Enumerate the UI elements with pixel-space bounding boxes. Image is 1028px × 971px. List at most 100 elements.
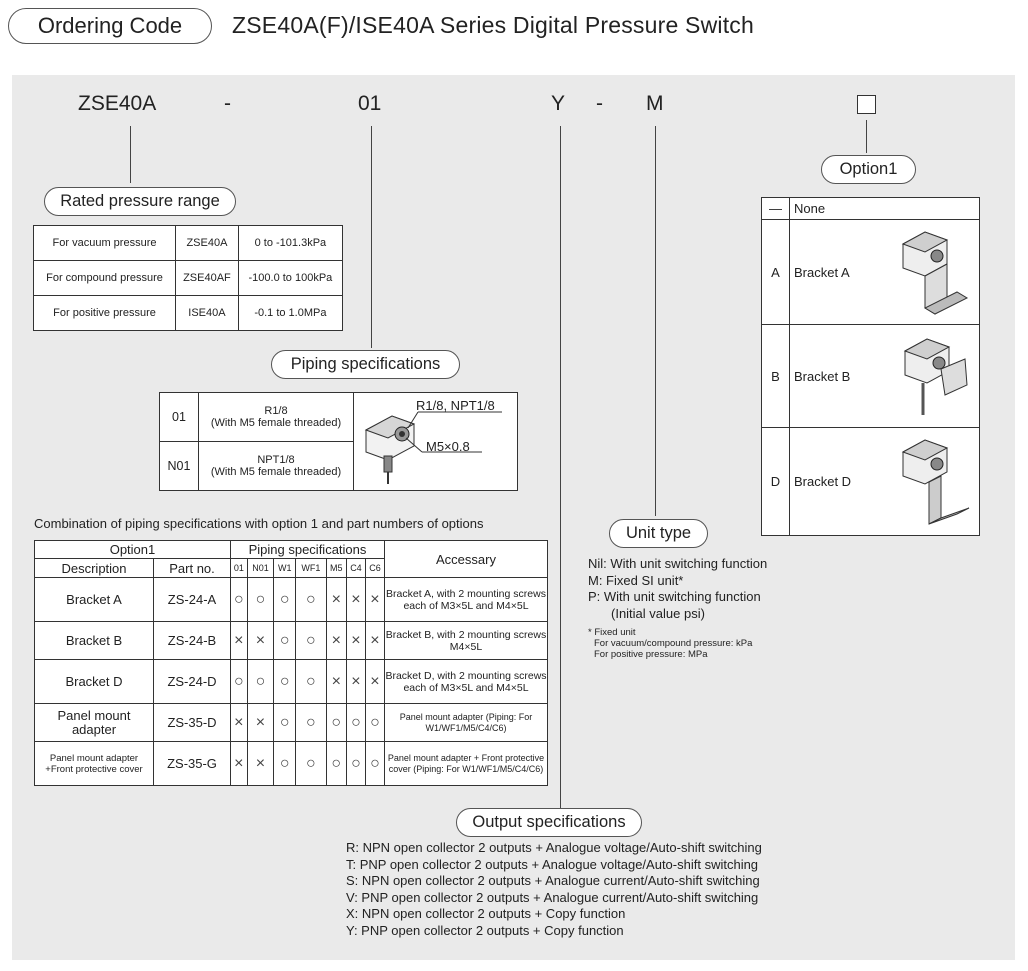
combination-table: Option1 Piping specifications Accessary … [34, 540, 548, 786]
col-pipe: C4 [345, 558, 366, 578]
col-pipe: WF1 [295, 558, 327, 578]
table-row: For vacuum pressure ZSE40A 0 to -101.3kP… [32, 225, 344, 261]
table-row: — None [761, 197, 980, 220]
piping-desc-l2: (With M5 female threaded) [210, 466, 342, 478]
piping-desc-l1: R1/8 [264, 405, 288, 417]
rated-range: -0.1 to 1.0MPa [237, 295, 344, 331]
combo-mark: × [246, 741, 275, 786]
combo-accessory: Bracket D, with 2 mounting screws each o… [384, 659, 548, 704]
combo-mark: ○ [295, 741, 327, 786]
unit-type-heading: Unit type [609, 519, 708, 548]
bracket-b-image [903, 338, 968, 415]
output-line: T: PNP open collector 2 outputs + Analog… [346, 856, 759, 872]
combo-mark: ○ [364, 741, 386, 786]
table-row: Bracket A ZS-24-A ○ ○ ○ ○ × × × Bracket … [34, 577, 548, 622]
unit-note: For positive pressure: MPa [594, 649, 708, 660]
code-base: ZSE40A [78, 92, 157, 115]
combo-desc: Bracket D [34, 659, 154, 704]
table-row: Bracket D ZS-24-D ○ ○ ○ ○ × × × Bracket … [34, 659, 548, 704]
leader-line-option [866, 120, 867, 153]
col-piping: Piping specifications [230, 540, 385, 559]
option1-label: None [789, 197, 980, 220]
combo-desc: Panel mount adapter [34, 703, 154, 742]
piping-desc: NPT1/8 (With M5 female threaded) [198, 441, 354, 491]
piping-callout-m5: M5×0.8 [426, 439, 470, 454]
combo-mark: × [230, 621, 248, 660]
table-row: 01 R1/8 (With M5 female threaded) [159, 392, 354, 442]
option1-label-text: Bracket D [794, 474, 852, 489]
combo-mark: × [246, 703, 275, 742]
piping-desc-l1: NPT1/8 [257, 454, 295, 466]
combo-mark: ○ [246, 659, 275, 704]
ordering-code-tag: Ordering Code [8, 8, 212, 44]
combo-mark: ○ [325, 703, 347, 742]
table-row: B Bracket B [761, 324, 980, 428]
combo-mark: ○ [345, 741, 366, 786]
bracket-d-image [901, 439, 970, 525]
option1-code: D [761, 427, 790, 536]
combo-mark: × [345, 621, 366, 660]
code-unit: M [646, 92, 664, 115]
combo-mark: ○ [345, 703, 366, 742]
combination-caption: Combination of piping specifications wit… [34, 516, 484, 531]
piping-heading: Piping specifications [271, 350, 460, 379]
combo-desc: Bracket B [34, 621, 154, 660]
leader-line-piping [371, 126, 372, 348]
unit-note: For vacuum/compound pressure: kPa [594, 638, 753, 649]
table-row: For compound pressure ZSE40AF -100.0 to … [32, 260, 344, 296]
combo-mark: ○ [364, 703, 386, 742]
option1-label: Bracket A [789, 219, 980, 325]
table-row: Option1 Piping specifications Accessary [34, 540, 548, 578]
output-line: X: NPN open collector 2 outputs + Copy f… [346, 906, 626, 921]
piping-code: 01 [159, 392, 199, 442]
combo-desc: Bracket A [34, 577, 154, 622]
rated-desc: For positive pressure [32, 295, 177, 331]
combo-mark: × [230, 703, 248, 742]
combo-mark: ○ [295, 621, 327, 660]
leader-line-unit [655, 126, 656, 516]
output-line: S: NPN open collector 2 outputs + Analog… [346, 873, 760, 888]
combo-mark: × [325, 621, 347, 660]
table-row: D Bracket D [761, 427, 980, 536]
output-line: R: NPN open collector 2 outputs + Analog… [346, 840, 762, 855]
combo-mark: ○ [273, 577, 297, 622]
unit-line: Nil: With unit switching function [588, 556, 768, 571]
option1-label: Bracket D [789, 427, 980, 536]
combo-mark: ○ [325, 741, 347, 786]
combo-part: ZS-24-B [153, 621, 231, 660]
option1-table: — None A Bracket A B Bracket B [761, 197, 980, 536]
rated-desc: For vacuum pressure [32, 225, 177, 261]
code-piping: 01 [358, 92, 382, 115]
output-line: V: PNP open collector 2 outputs + Analog… [346, 889, 759, 905]
col-pipe: N01 [246, 558, 275, 578]
option1-heading: Option1 [821, 155, 916, 184]
rated-range: 0 to -101.3kPa [237, 225, 344, 261]
rated-pressure-table: For vacuum pressure ZSE40A 0 to -101.3kP… [32, 225, 344, 331]
option1-code: A [761, 219, 790, 325]
col-accessory: Accessary [384, 540, 548, 578]
combo-part: ZS-35-D [153, 703, 231, 742]
combo-mark: × [345, 659, 366, 704]
table-row: For positive pressure ISE40A -0.1 to 1.0… [32, 295, 344, 331]
rated-range: -100.0 to 100kPa [237, 260, 344, 296]
combo-mark: ○ [246, 577, 275, 622]
combo-part: ZS-35-G [153, 741, 231, 786]
rated-model: ISE40A [175, 295, 239, 331]
code-option-box [857, 95, 876, 114]
combo-accessory: Panel mount adapter + Front protective c… [384, 741, 548, 786]
option1-label-text: Bracket B [794, 368, 851, 384]
combo-mark: × [325, 577, 347, 622]
combo-mark: × [325, 659, 347, 704]
unit-line: P: With unit switching function [588, 589, 761, 604]
piping-table: 01 R1/8 (With M5 female threaded) N01 NP… [159, 392, 354, 491]
option1-label: Bracket B [789, 324, 980, 428]
piping-desc: R1/8 (With M5 female threaded) [198, 392, 354, 442]
rated-model: ZSE40AF [175, 260, 239, 296]
combo-desc: Panel mount adapter +Front protective co… [34, 741, 154, 786]
combo-mark: × [230, 741, 248, 786]
rated-model: ZSE40A [175, 225, 239, 261]
table-row: Bracket B ZS-24-B × × ○ ○ × × × Bracket … [34, 621, 548, 660]
combo-part: ZS-24-D [153, 659, 231, 704]
rated-desc: For compound pressure [32, 260, 177, 296]
unit-note: * Fixed unit [588, 627, 636, 638]
